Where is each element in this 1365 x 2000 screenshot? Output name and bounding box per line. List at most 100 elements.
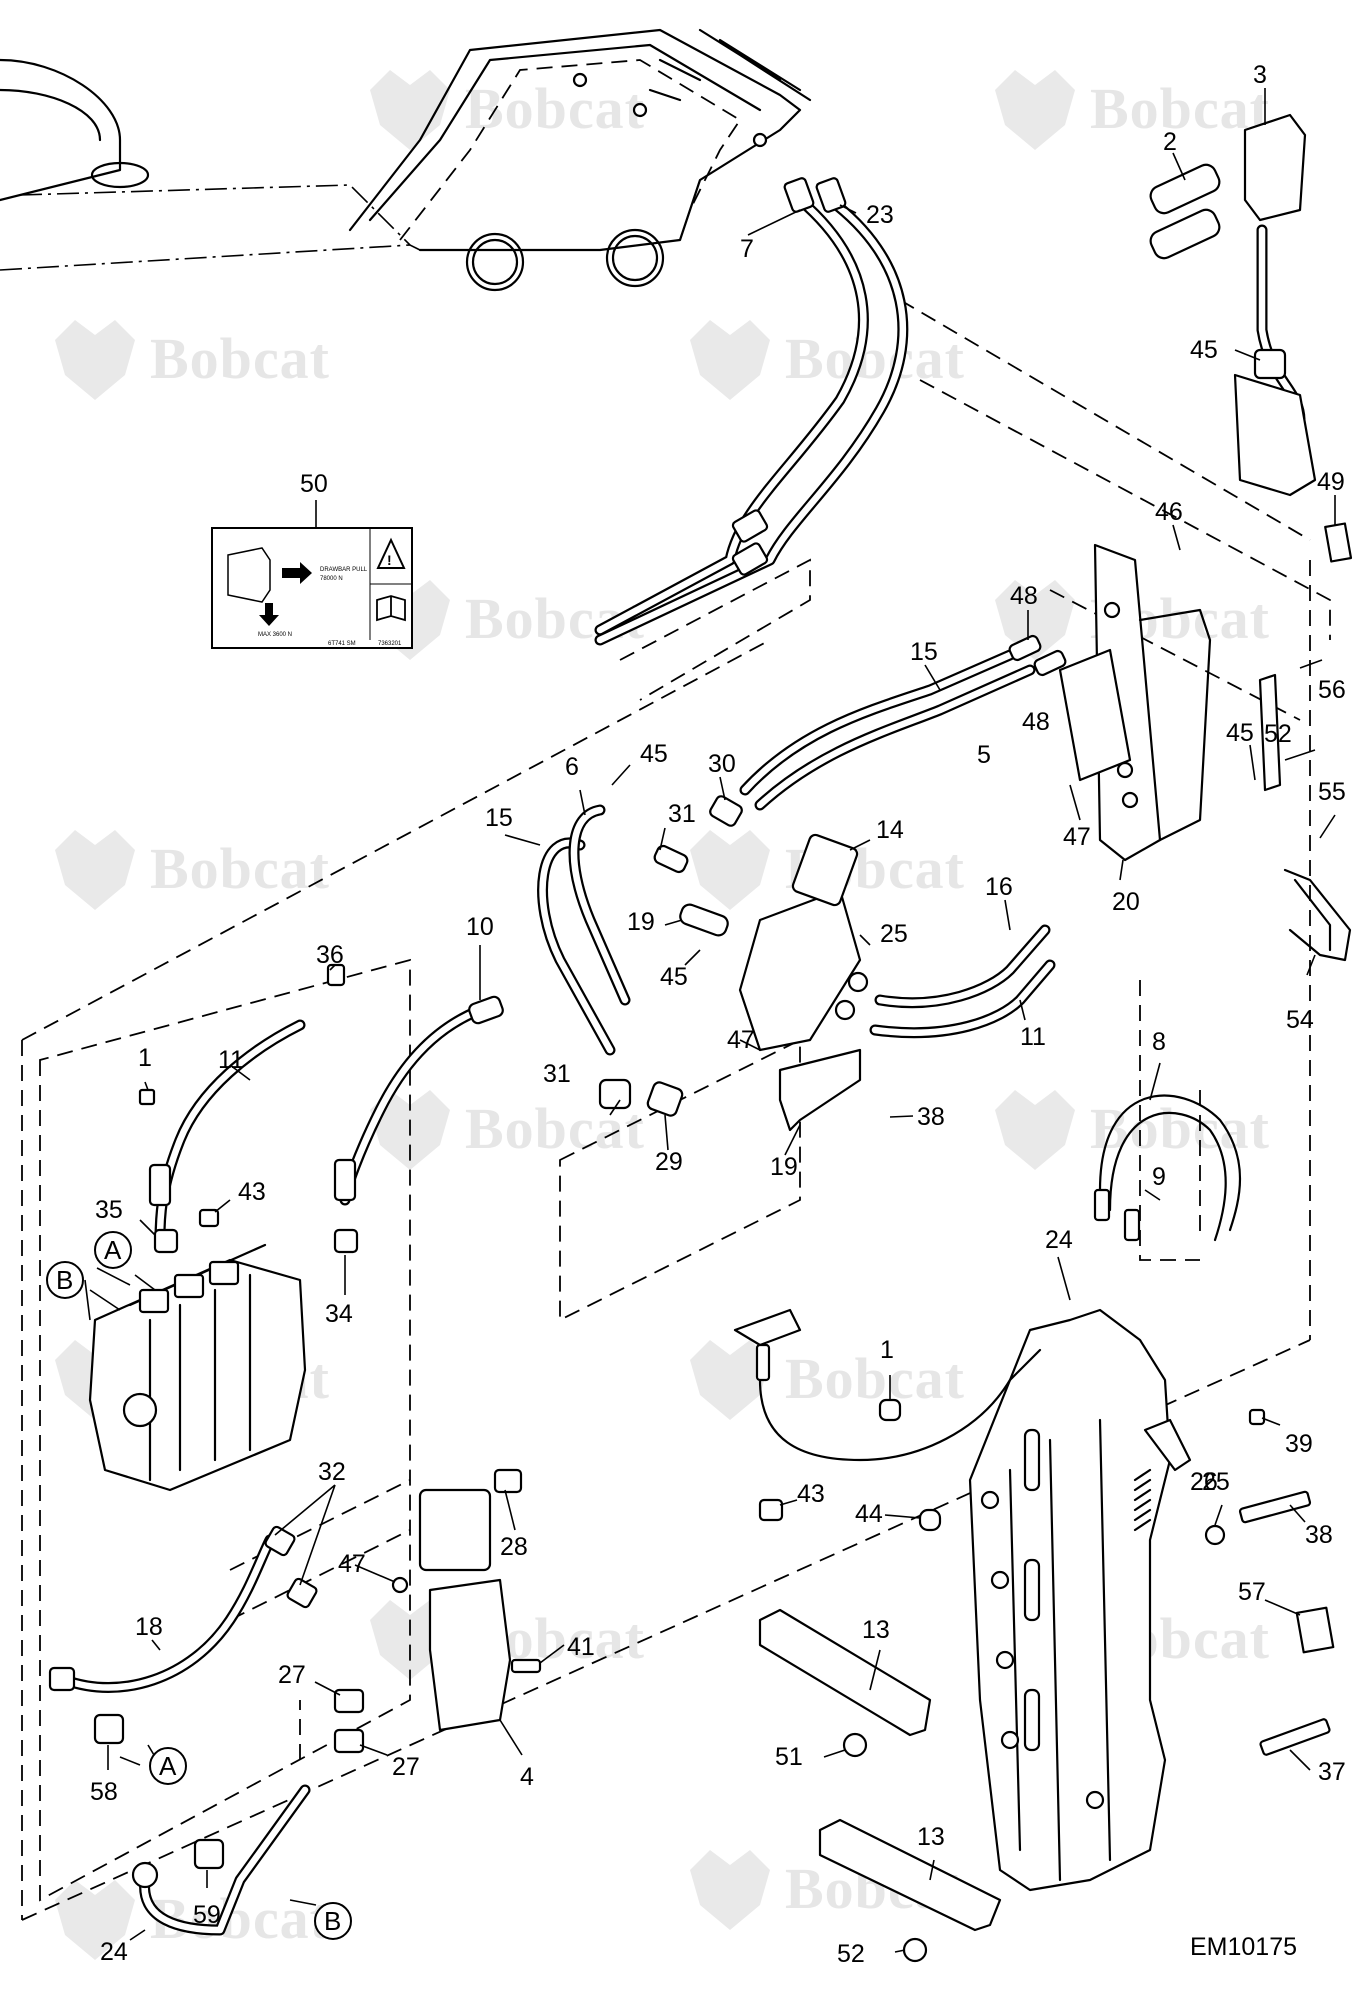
leader-line [354,1564,396,1583]
hose-7-22 [594,177,909,646]
decal-pull-text: DRAWBAR PULL [320,567,368,573]
callout-label: 43 [797,1480,825,1508]
drawbar-hook-icon [227,547,271,603]
callout-label: 35 [95,1196,123,1224]
bobcat-logo-icon [690,1850,770,1930]
callout-label: 6 [565,753,579,781]
bracket-50 [1258,673,1282,792]
watermark-text: Bobcat [785,326,965,391]
hitch-hole [995,1650,1015,1670]
hoses-8-9 [1098,1094,1242,1242]
callout-label: 27 [392,1753,420,1781]
leader-line [1057,1256,1071,1301]
handle-stem [755,1343,771,1382]
watermark: Bobcat [370,70,645,150]
callout-label: 38 [917,1103,945,1131]
leader-line [664,1114,669,1151]
fitting-58 [93,1713,125,1745]
hose-end [333,1158,357,1202]
fitting-26 [834,999,856,1021]
callout-label: 13 [917,1823,945,1851]
leader-line [151,1639,161,1651]
fitting-nut [572,72,588,88]
hose-18-inner [61,1536,274,1691]
decal-56 [1324,522,1353,563]
watermark-text: Bobcat [1090,1096,1270,1161]
leader-line [1119,859,1124,881]
callout-label: 27 [278,1661,306,1689]
callout-label: 15 [910,638,938,666]
tube-23-inner [141,1786,309,1934]
release-handle [733,1308,802,1347]
callout-label: 1 [880,1336,894,1364]
callout-label: 1 [138,1044,152,1072]
plate-hole [1121,791,1139,809]
leader-line [849,839,871,851]
loader-arm-assembly [0,28,812,292]
marker-label: B [56,1265,73,1295]
callout-label: 26 [1190,1468,1218,1496]
leader-line [823,1749,846,1758]
bolt-40 [1248,1408,1266,1426]
watermark-text: Bobcat [465,76,645,141]
fitting-35 [153,1228,179,1254]
callout-label: 43 [238,1178,266,1206]
callout-label: 45 [660,963,688,991]
leader-line [611,764,631,786]
callout-label: 32 [318,1458,346,1486]
arm-linkage-dash [399,59,742,241]
hose-ring-left [465,232,525,292]
leader-line [1019,999,1026,1021]
valve-cap [138,1288,170,1314]
callout-label: 45 [1190,336,1218,364]
leader-line [779,1499,798,1506]
callout-label: 19 [770,1153,798,1181]
hitch-frame-inner [1008,1418,1112,1882]
marker-b: B [46,1261,84,1299]
nut-48 [902,1937,928,1963]
hitch-hole [990,1570,1010,1590]
fitting-27 [333,1728,365,1754]
mount-bracket-20 [778,1048,862,1132]
callout-label: 50 [300,470,328,498]
hose-5-inner [756,666,1034,809]
watermark: Bobcat [690,320,965,400]
callout-label: 45 [1226,719,1254,747]
leader-line [784,1124,801,1156]
watermark: Bobcat [995,70,1270,150]
marker-label: A [159,1751,177,1781]
valve-cap [208,1260,240,1286]
assembly-outline-fittings [229,980,1200,1760]
fitting-44 [198,1208,220,1228]
fitting-30 [653,844,689,874]
callout-label: 11 [218,1046,244,1074]
hose-end [468,995,504,1025]
leader-line [609,1099,621,1116]
hose-fitting [783,177,815,213]
warning-decal: DRAWBAR PULL 78000 N MAX 3600 N 6T741 SM… [211,527,413,649]
callout-label: 47 [1063,823,1091,851]
hitch-frame [968,1308,1172,1892]
bobcat-logo-icon [995,70,1075,150]
bobcat-logo-icon [55,830,135,910]
callout-label: 36 [316,941,344,969]
callout-label: 31 [668,800,696,828]
callout-label: 5 [977,741,991,769]
wire-harness [758,1348,1042,1462]
leader-line [719,776,726,801]
fitting-32 [264,1525,296,1557]
elbow-33 [598,1078,632,1110]
assembly-outline-valve [559,1038,801,1322]
callout-label: 25 [880,920,908,948]
coupler-body [1149,163,1221,215]
callout-label: 10 [466,913,494,941]
hose-11-inner [156,1021,304,1244]
leader-line [1214,1504,1223,1526]
callout-label: 28 [500,1533,528,1561]
hose-12-inner [871,961,1054,1036]
callout-label: 57 [1238,1578,1266,1606]
control-valve-block [738,888,862,1052]
leader-line [84,1279,91,1321]
marker-label: B [324,1906,341,1936]
watermark-text: Bobcat [1090,76,1270,141]
